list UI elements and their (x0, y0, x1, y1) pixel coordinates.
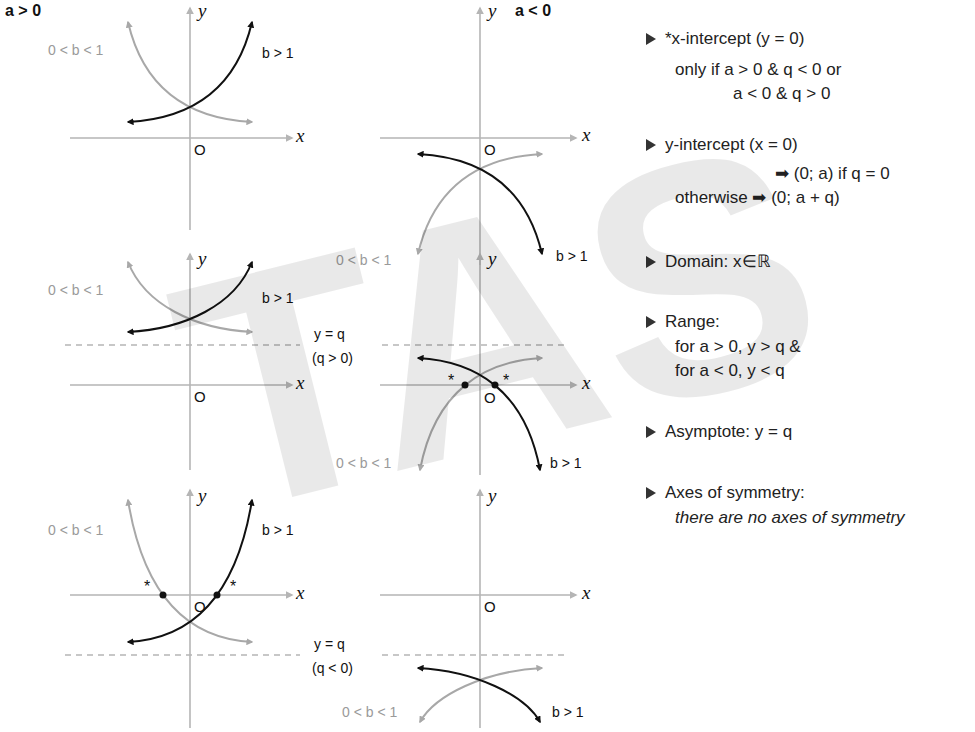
axis-label: x (296, 582, 304, 604)
axis-label: y (198, 0, 206, 22)
property-note: there are no axes of symmetry (675, 508, 905, 528)
sign-heading: a > 0 (5, 2, 41, 20)
axis-label: x (296, 125, 304, 147)
asymptote-label: (q < 0) (310, 660, 355, 676)
property-text: Axes of symmetry: (665, 483, 805, 503)
property-text: only if a > 0 & q < 0 or (675, 60, 841, 80)
property-text: *x-intercept (y = 0) (665, 29, 804, 49)
asymptote-label: y = q (312, 636, 347, 652)
intercept-mark: * (230, 578, 236, 596)
origin-label: O (194, 141, 206, 158)
axis-label: y (198, 485, 206, 507)
curve-label: b > 1 (552, 704, 584, 720)
origin-label: O (194, 598, 206, 615)
axis-label: y (488, 0, 496, 22)
curve-label: 0 < b < 1 (48, 522, 103, 538)
intercept-mark: * (144, 578, 150, 596)
axis-label: x (582, 582, 590, 604)
origin-label: O (484, 598, 496, 615)
sign-heading: a < 0 (515, 2, 551, 20)
origin-label: O (484, 141, 496, 158)
curve-label: 0 < b < 1 (48, 42, 103, 58)
curve-label: b > 1 (262, 45, 294, 61)
curve-label: 0 < b < 1 (48, 282, 103, 298)
property-text: ➡ (0; a) if q = 0 (775, 164, 890, 184)
curve-label: 0 < b < 1 (342, 704, 397, 720)
